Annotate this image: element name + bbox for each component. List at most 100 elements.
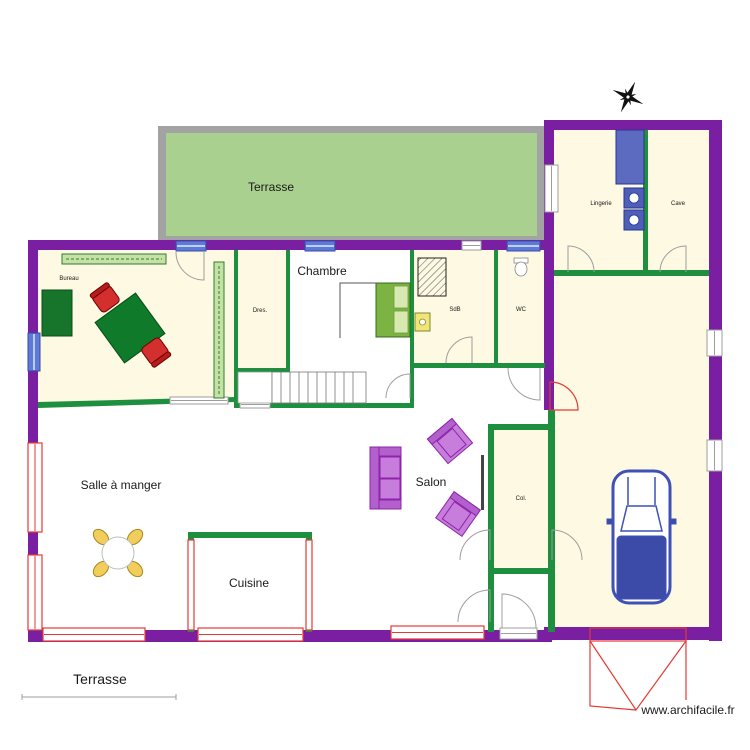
annex-wall-top bbox=[544, 120, 722, 130]
label-bureau: Bureau bbox=[59, 276, 78, 282]
stairs-icon bbox=[237, 371, 367, 404]
office-chair-icon bbox=[89, 282, 120, 313]
car-icon bbox=[606, 469, 677, 605]
label-lingerie: Lingerie bbox=[590, 201, 612, 207]
stairs-bottom-wall bbox=[236, 403, 414, 408]
window-cuisine-left bbox=[187, 539, 195, 631]
door-stairs bbox=[385, 373, 411, 399]
window-salle-left-2 bbox=[27, 554, 43, 631]
annex-wall-bottom bbox=[544, 627, 722, 640]
window-lingerie-left bbox=[544, 164, 559, 213]
window-salle-bottom bbox=[42, 627, 146, 642]
window-salon-bottom bbox=[390, 625, 485, 640]
stair-run bbox=[271, 371, 367, 404]
bureau-right-wall bbox=[234, 250, 238, 408]
label-cuisine: Cuisine bbox=[229, 576, 269, 590]
door-bureau bbox=[175, 251, 205, 281]
garage-door bbox=[589, 627, 687, 712]
stair-landing bbox=[237, 371, 273, 404]
sink-icon bbox=[414, 312, 431, 332]
watermark: www.archifacile.fr bbox=[640, 703, 734, 717]
shelf-right bbox=[213, 261, 225, 399]
annex-wall-right bbox=[709, 120, 722, 641]
bed-frame bbox=[339, 282, 376, 338]
terrace-top bbox=[158, 126, 545, 240]
compass-rose-icon bbox=[612, 81, 644, 113]
window-entry-bottom bbox=[499, 627, 538, 640]
annex-wall-left bbox=[544, 120, 554, 410]
label-salon: Salon bbox=[416, 475, 447, 489]
label-cellier: Col. bbox=[516, 496, 527, 502]
exterior-wall-left bbox=[28, 240, 38, 642]
tv-icon bbox=[481, 455, 484, 510]
door-cave bbox=[659, 245, 687, 273]
door-sdb bbox=[445, 336, 473, 364]
door-entry-left bbox=[457, 589, 491, 623]
window-cuisine-bottom bbox=[197, 627, 304, 642]
window-bureau-left bbox=[27, 332, 41, 372]
cellier-top-wall bbox=[488, 424, 554, 430]
lingerie-bottom-wall bbox=[554, 270, 709, 276]
sofa-icon bbox=[369, 446, 402, 510]
label-terrasse-bottom: Terrasse bbox=[73, 671, 127, 687]
terrace-surface bbox=[166, 133, 537, 236]
window-garage-right-2 bbox=[706, 439, 723, 472]
window-sdb-top bbox=[461, 240, 482, 251]
cuisine-top-wall bbox=[188, 532, 312, 538]
window-garage-right-1 bbox=[706, 329, 723, 357]
label-chambre: Chambre bbox=[297, 264, 347, 278]
window-cuisine-right bbox=[305, 539, 313, 631]
armchair-icon bbox=[435, 491, 481, 537]
shelf-top bbox=[61, 253, 167, 265]
door-entry-right bbox=[501, 593, 537, 629]
cellier-left-wall bbox=[488, 424, 494, 632]
chambre-right-wall bbox=[410, 250, 414, 408]
window-bureau-top bbox=[175, 240, 207, 252]
window-salle-left-1 bbox=[27, 442, 43, 533]
dressing-floor bbox=[238, 250, 286, 368]
washer-icon bbox=[623, 187, 645, 209]
window-chambre-top bbox=[304, 240, 336, 252]
dining-table-icon bbox=[101, 536, 135, 570]
label-cave: Cave bbox=[671, 201, 686, 207]
office-chair-icon bbox=[141, 337, 172, 368]
label-dressing: Dres. bbox=[253, 308, 268, 314]
windows bbox=[27, 164, 723, 642]
dressing-right-wall bbox=[286, 250, 290, 370]
door-cellier bbox=[459, 529, 491, 561]
cellier-floor bbox=[494, 430, 548, 568]
cave-floor bbox=[648, 130, 709, 270]
lingerie-furniture bbox=[615, 129, 645, 231]
doors bbox=[175, 245, 687, 712]
bed-icon bbox=[375, 282, 411, 338]
label-terrasse-top: Terrasse bbox=[248, 180, 294, 194]
dressing-bottom-wall bbox=[238, 368, 290, 372]
dryer-icon bbox=[623, 209, 645, 231]
chambre-furniture bbox=[339, 282, 411, 338]
exterior-wall-top bbox=[28, 240, 550, 250]
sdb-bottom-wall bbox=[412, 363, 545, 368]
sdb-wc-wall bbox=[494, 250, 498, 366]
armchair-icon bbox=[426, 417, 474, 465]
shower-icon bbox=[417, 257, 447, 297]
label-wc: WC bbox=[516, 307, 527, 313]
cellier-bottom-wall bbox=[488, 568, 554, 574]
scale-bar bbox=[21, 694, 177, 700]
door-lingerie bbox=[567, 245, 595, 273]
label-sdb: SdB bbox=[449, 307, 460, 313]
tall-cabinet bbox=[615, 129, 645, 185]
door-garage-side bbox=[549, 381, 579, 411]
door-wc bbox=[507, 367, 541, 401]
window-bureau-bottom bbox=[169, 396, 229, 405]
dining-set bbox=[92, 528, 144, 578]
door-cellier-garage bbox=[551, 529, 583, 561]
bureau-furniture bbox=[41, 253, 225, 399]
toilet-icon bbox=[513, 257, 529, 277]
garage-left-wall bbox=[548, 410, 555, 632]
window-wc-top bbox=[506, 240, 541, 252]
cabinet bbox=[41, 289, 73, 337]
lingerie-cave-wall bbox=[643, 130, 648, 275]
stair-steps bbox=[280, 372, 354, 403]
label-salle-a-manger: Salle à manger bbox=[81, 478, 162, 492]
